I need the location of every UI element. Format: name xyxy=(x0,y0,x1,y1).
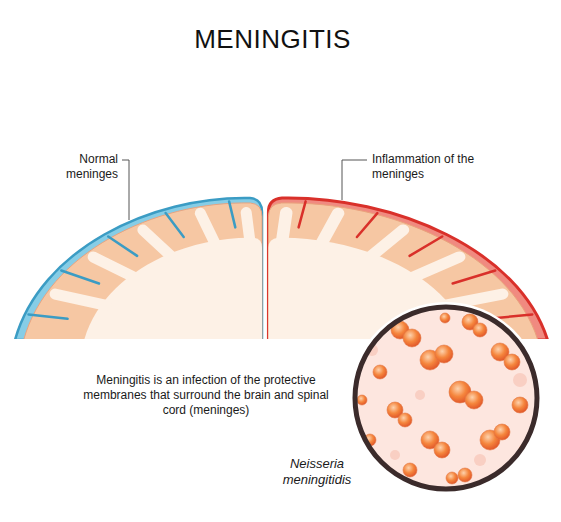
title: MENINGITIS xyxy=(0,24,545,54)
normal-hemisphere xyxy=(15,198,262,339)
leader-line xyxy=(122,160,129,220)
cortex xyxy=(24,203,262,339)
gyri xyxy=(282,213,502,306)
leader-line xyxy=(342,160,367,200)
callout-label: Inflammation of the meninges xyxy=(372,152,482,182)
organism-label: Neisseria meningitidis xyxy=(262,456,372,488)
normal-meninges xyxy=(15,198,262,339)
gyri xyxy=(55,213,250,306)
magnifier xyxy=(350,302,542,494)
bacteria xyxy=(357,313,531,484)
description-text: Meningitis is an infection of the protec… xyxy=(70,373,342,418)
callout-label: Normal meninges xyxy=(28,152,118,182)
